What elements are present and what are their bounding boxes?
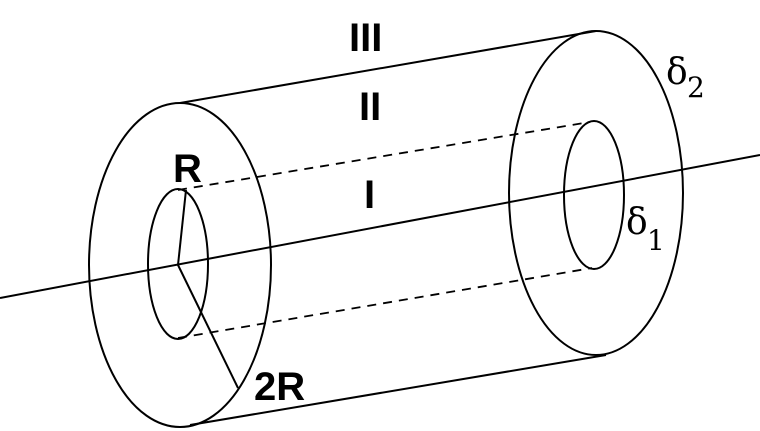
- delta-1-subscript: 1: [647, 224, 665, 257]
- label-region-middle: II: [359, 85, 381, 129]
- front-inner-ellipse: [147, 188, 209, 340]
- label-region-inner: I: [364, 173, 375, 217]
- label-outer-radius: 2R: [254, 365, 305, 409]
- inner-top-edge-hidden: [177, 121, 591, 191]
- label-inner-radius: R: [173, 147, 202, 191]
- label-delta-2: δ 2: [666, 52, 705, 104]
- delta-1-symbol: δ: [626, 202, 648, 243]
- delta-2-symbol: δ: [666, 52, 688, 93]
- delta-2-subscript: 2: [687, 71, 705, 104]
- front-outer-ellipse: [88, 102, 272, 428]
- outer-bottom-edge: [189, 354, 607, 426]
- label-region-outer: III: [349, 16, 382, 60]
- radius-line-2r: [177, 264, 239, 389]
- outer-top-edge: [179, 30, 597, 104]
- back-inner-ellipse: [563, 120, 625, 270]
- central-axis: [0, 154, 760, 299]
- back-outer-ellipse: [508, 30, 684, 356]
- label-delta-1: δ 1: [626, 202, 665, 257]
- inner-bottom-edge-hidden: [177, 267, 593, 339]
- radius-line-r: [177, 189, 187, 266]
